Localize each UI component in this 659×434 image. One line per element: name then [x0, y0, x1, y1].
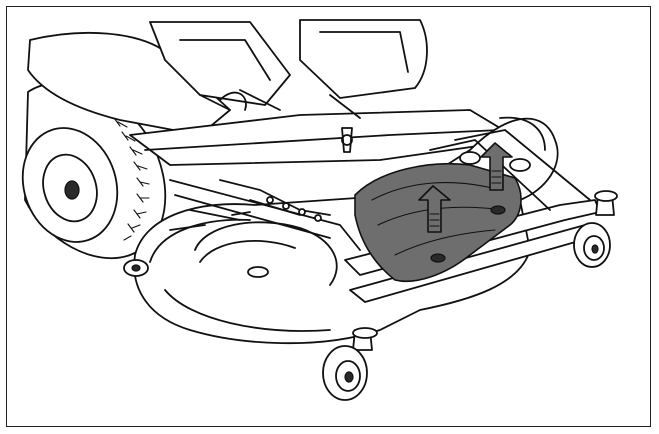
rear-caster-wheel [573, 190, 618, 268]
mower-body [27, 19, 521, 166]
lift-up-arrow-icon [480, 142, 513, 191]
rear-tire [21, 82, 167, 260]
deck-gauge-wheel [123, 259, 149, 277]
lift-up-arrow-icon [418, 185, 451, 233]
front-caster-wheel [322, 327, 378, 401]
chassis-bolts [266, 196, 322, 222]
